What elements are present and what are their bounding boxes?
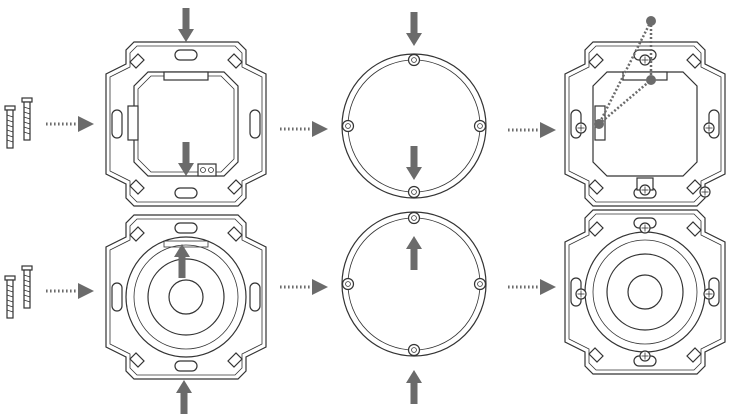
- arrow-right-icon: [46, 283, 94, 299]
- mounting-ring-bottom: [342, 212, 486, 356]
- assembled-frame-top: [565, 42, 725, 206]
- screw-icon: [5, 106, 15, 148]
- screw-icon: [22, 98, 32, 140]
- screw-icon: [5, 276, 15, 318]
- arrow-right-icon: [280, 121, 328, 137]
- mounting-frame-top: [106, 42, 266, 206]
- arrow-right-icon: [280, 279, 328, 295]
- arrow-right-icon: [508, 122, 556, 138]
- arrow-down-icon: [406, 146, 422, 180]
- screw-icon: [22, 266, 32, 308]
- mounting-frame-bottom: [106, 215, 266, 379]
- arrow-up-icon: [174, 244, 190, 278]
- screws-bottom: [5, 266, 32, 318]
- screws-top: [5, 98, 32, 148]
- arrow-down-icon: [178, 8, 194, 42]
- arrow-down-icon: [406, 12, 422, 46]
- arrow-right-icon: [46, 116, 94, 132]
- arrow-down-icon: [178, 142, 194, 176]
- arrow-up-icon: [406, 370, 422, 404]
- assembled-frame-bottom: [565, 210, 725, 374]
- arrow-right-icon: [508, 279, 556, 295]
- arrow-up-icon: [406, 236, 422, 270]
- arrow-up-icon: [176, 380, 192, 414]
